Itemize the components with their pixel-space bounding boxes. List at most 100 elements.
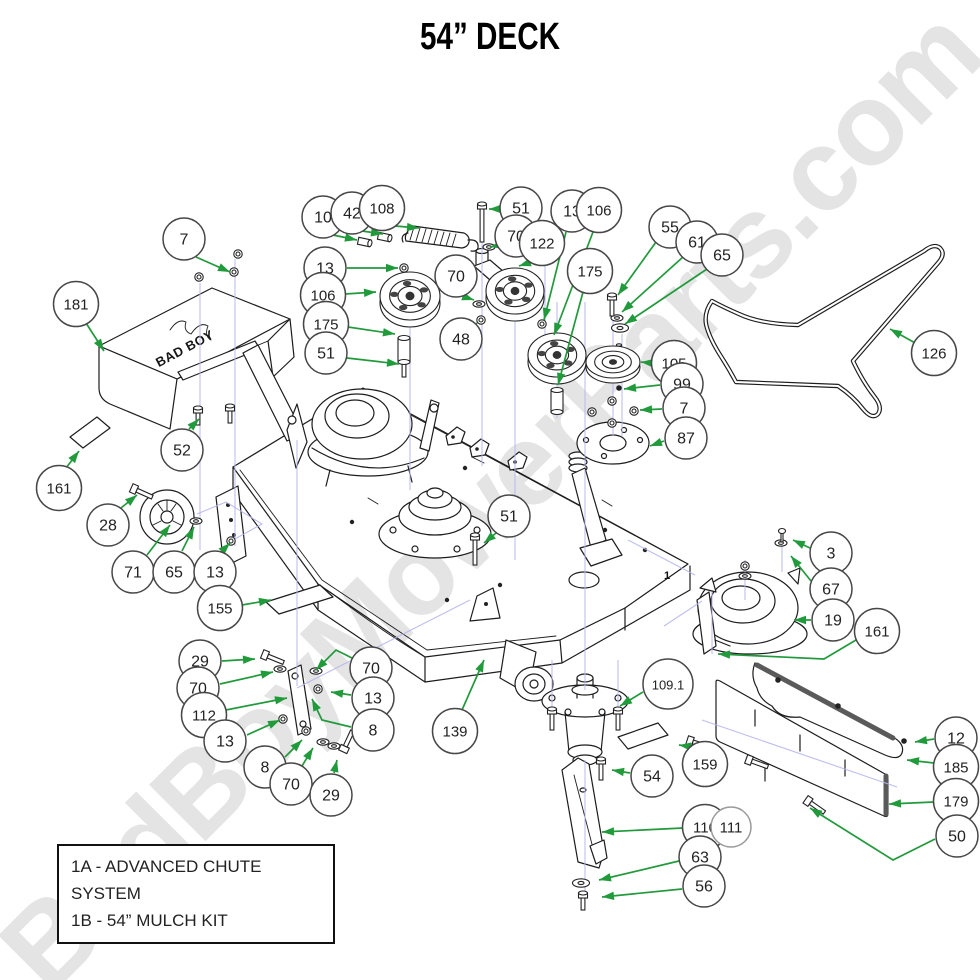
callout-number: 122	[529, 236, 554, 253]
callout-number: 161	[864, 624, 889, 641]
callout-number: 108	[369, 201, 394, 218]
leader-arrowhead	[557, 372, 566, 385]
callout-50: 50	[935, 814, 979, 858]
callout-number: 65	[713, 248, 731, 265]
callout-139: 139	[431, 707, 479, 755]
mulch-plate	[715, 679, 889, 818]
leader-arrowhead	[258, 597, 271, 607]
leader-arrowhead	[620, 696, 633, 706]
callout-52: 52	[160, 428, 204, 472]
leader-arrowhead	[303, 748, 313, 761]
leader-61	[621, 256, 684, 313]
decal-stickers	[69, 416, 669, 750]
callout-51: 51	[304, 331, 348, 375]
hw-dot	[901, 738, 907, 744]
callout-number: 106	[310, 288, 335, 305]
leader-arrowhead	[793, 540, 806, 549]
hw-nut	[301, 726, 311, 736]
leader-arrowhead	[791, 556, 802, 568]
callout-108: 108	[358, 184, 406, 232]
callout-106: 106	[575, 186, 623, 234]
hw-nut	[537, 319, 547, 329]
callout-13: 13	[203, 719, 247, 763]
hw-washer	[738, 572, 752, 580]
hw-nut	[607, 418, 617, 428]
hw-boltv	[606, 292, 618, 317]
callout-87: 87	[664, 416, 708, 460]
leader-arrowhead	[489, 204, 501, 214]
callout-number: 51	[512, 201, 530, 218]
callout-number: 70	[447, 269, 465, 286]
callout-number: 13	[206, 565, 224, 582]
mower-blade	[561, 757, 608, 869]
callout-number: 109.1	[652, 678, 685, 693]
leader-arrowhead	[889, 799, 902, 808]
callout-number: 71	[124, 565, 142, 582]
leader-50	[809, 807, 936, 861]
hw-washer	[316, 738, 330, 746]
hw-boltv	[612, 706, 624, 731]
callout-number: 8	[369, 723, 378, 740]
callout-number: 55	[661, 220, 679, 237]
leader-arrowhead	[312, 699, 321, 712]
leader-arrowhead	[810, 808, 823, 818]
discharge-chute: BAD BOY	[98, 287, 304, 442]
callout-28: 28	[86, 503, 130, 547]
hw-nut	[313, 684, 323, 694]
hw-spacer	[550, 386, 564, 416]
leader-arrowhead	[890, 329, 903, 339]
hw-boltv	[577, 890, 589, 911]
leader-arrowhead	[187, 419, 199, 431]
callout-19: 19	[811, 598, 855, 642]
leader-arrowhead	[382, 328, 395, 337]
callout-number: 3	[827, 546, 836, 563]
hw-bolta	[743, 754, 770, 770]
deck-belt	[703, 243, 945, 419]
hw-washer	[327, 742, 341, 750]
callout-29: 29	[309, 773, 353, 817]
leader-arrowhead	[484, 532, 496, 543]
callout-161: 161	[853, 607, 901, 655]
callout-number: 7	[180, 232, 189, 249]
callout-number: 161	[46, 481, 71, 498]
leader-110	[601, 827, 684, 833]
leader-arrowhead	[475, 660, 484, 673]
hw-boltv	[469, 532, 481, 566]
leader-161	[717, 639, 857, 660]
leader-arrowhead	[331, 689, 344, 698]
leader-arrowhead	[599, 873, 612, 882]
hw-nut	[226, 536, 236, 546]
callout-number: 13	[364, 691, 382, 708]
hw-washer	[273, 665, 287, 673]
right-belt-cover	[692, 567, 808, 655]
hw-bolta	[337, 729, 355, 755]
leader-arrowhead	[650, 438, 663, 446]
hw-nut	[233, 249, 243, 259]
hw-washer	[472, 300, 486, 308]
spindle-mount-plate	[576, 421, 650, 465]
callout-number: 159	[692, 757, 717, 774]
callout-13: 13	[193, 550, 237, 594]
callout-number: 13	[216, 734, 234, 751]
leader-arrowhead	[386, 263, 398, 273]
anti-scalp-roller	[139, 489, 195, 545]
hw-washerlg	[610, 323, 630, 333]
tension-spring	[401, 225, 479, 252]
callout-122: 122	[518, 219, 566, 267]
hw-nut	[194, 272, 204, 282]
callout-number: 19	[824, 613, 842, 630]
hw-boltv	[476, 201, 488, 243]
leader-arrowhead	[542, 307, 551, 320]
leader-arrowhead	[718, 650, 731, 659]
callout-159: 159	[681, 740, 729, 788]
hw-tube	[376, 231, 393, 243]
leader-arrowhead	[363, 288, 376, 297]
hw-nut	[476, 315, 486, 325]
leader-arrowhead	[641, 359, 654, 368]
leader-arrowhead	[290, 740, 302, 752]
hw-boltv	[192, 405, 204, 426]
callout-number: 139	[442, 724, 467, 741]
callout-number: 51	[500, 509, 518, 526]
